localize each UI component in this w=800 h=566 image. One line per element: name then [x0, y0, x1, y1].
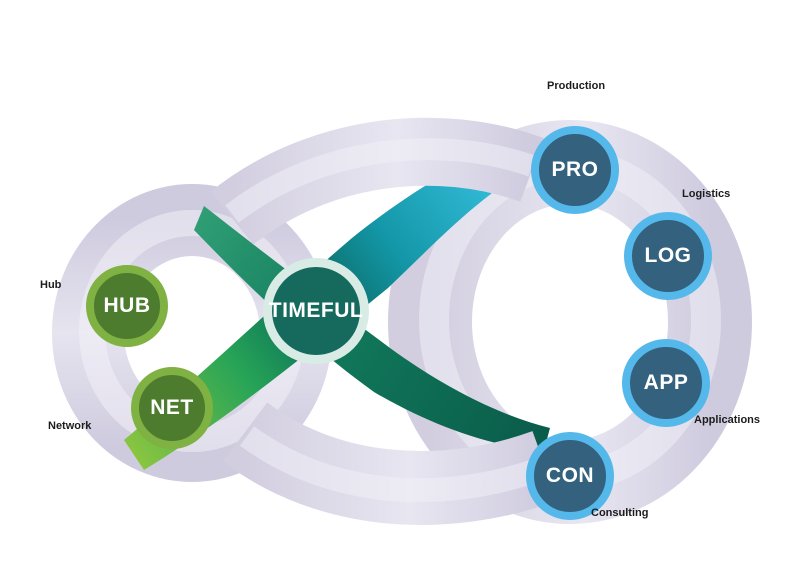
- node-hub-label: HUB: [103, 294, 151, 317]
- caption-log: Logistics: [682, 188, 731, 200]
- node-pro-label: PRO: [551, 158, 599, 181]
- node-net: NET: [131, 367, 213, 449]
- dark-green-ribbon: [194, 206, 550, 450]
- caption-hub: Hub: [40, 279, 62, 291]
- node-timeful: TIMEFUL: [263, 258, 369, 364]
- node-con-label: CON: [545, 464, 595, 487]
- node-timeful-label: TIMEFUL: [268, 299, 364, 322]
- small-tick-mark: [183, 308, 194, 321]
- node-app-label: APP: [643, 371, 689, 394]
- node-con: CON: [526, 432, 614, 520]
- node-app: APP: [622, 339, 710, 427]
- node-pro: PRO: [531, 126, 619, 214]
- caption-app: Applications: [694, 414, 761, 426]
- caption-con: Consulting: [591, 507, 649, 519]
- node-net-label: NET: [150, 396, 194, 419]
- small-tick-mark: [191, 340, 202, 353]
- node-log-label: LOG: [644, 244, 692, 267]
- caption-pro: Production: [547, 80, 606, 92]
- ribbon-highlight-top-bridge: [225, 138, 536, 223]
- node-log: LOG: [624, 212, 712, 300]
- caption-net: Network: [48, 420, 92, 432]
- node-hub: HUB: [86, 265, 168, 347]
- ribbon-highlight-bottom-bridge: [239, 426, 548, 503]
